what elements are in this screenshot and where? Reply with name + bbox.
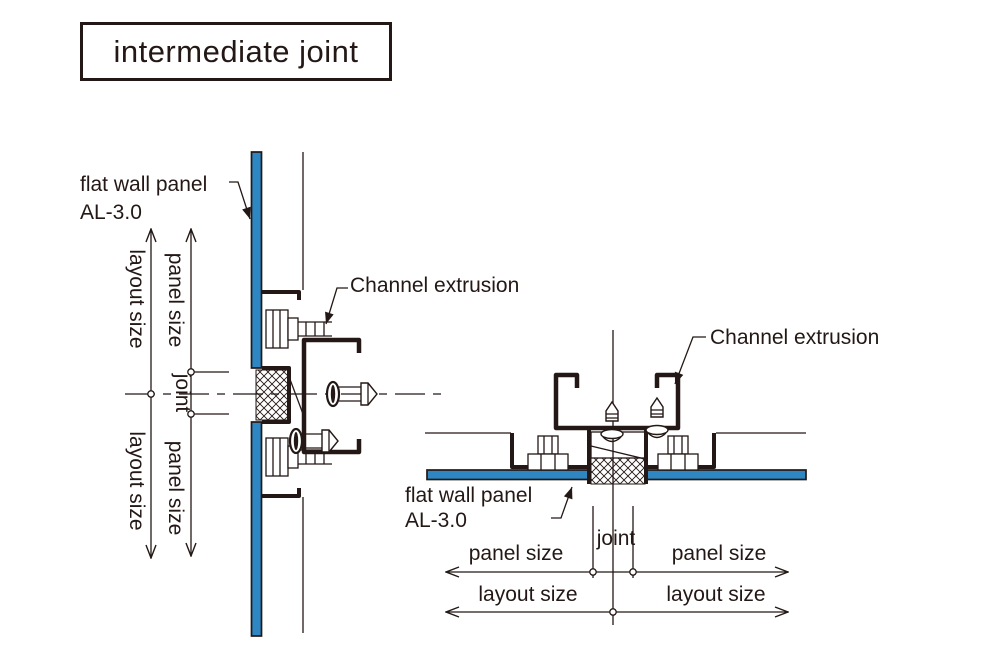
callout-panel-spec: AL-3.0: [405, 509, 467, 532]
callout-flat-wall-panel: flat wall panel: [80, 173, 207, 196]
flat-wall-panel-lower: [250, 421, 263, 637]
leader-flat-wall-panel: [551, 486, 573, 519]
callout-channel-extrusion: Channel extrusion: [710, 326, 879, 349]
leader-channel-extrusion: [325, 287, 348, 325]
flat-wall-panel-left: [426, 469, 589, 481]
dimension-node: [629, 568, 637, 576]
right-dimensions: [446, 506, 788, 615]
title-box: intermediate joint: [80, 22, 392, 81]
dimension-node: [147, 390, 155, 398]
dim-label-layout-size-left: layout size: [478, 583, 577, 606]
flat-wall-panel-right: [645, 469, 807, 481]
title-label: intermediate joint: [113, 33, 359, 69]
panel-bracket-upper: [262, 290, 301, 300]
flat-wall-panel-upper: [250, 151, 263, 369]
dim-label-layout-size-right: layout size: [666, 583, 765, 606]
dimension-node: [187, 368, 195, 376]
left-view: flat wall panel AL-3.0 Channel extrusion…: [80, 151, 519, 637]
hex-bolt-left: [527, 435, 569, 471]
callout-panel-spec: AL-3.0: [80, 201, 142, 224]
callout-flat-wall-panel: flat wall panel: [405, 484, 532, 507]
dim-label-layout-size-lower: layout size: [125, 431, 148, 530]
leader-flat-wall-panel: [229, 181, 251, 220]
hex-bolt-right: [657, 435, 699, 471]
dimension-node: [187, 410, 195, 418]
dimension-node: [609, 608, 617, 616]
dim-label-joint: joint: [171, 373, 194, 413]
left-dimensions: [148, 229, 229, 558]
dim-label-joint: joint: [596, 527, 636, 550]
backer-line: [590, 445, 646, 460]
panel-joint-pocket: [262, 366, 291, 424]
dim-label-panel-size-upper: panel size: [164, 253, 187, 348]
panel-bracket-lower: [262, 488, 301, 498]
screw-lower: [288, 427, 339, 455]
channel-extrusion-profile: [553, 372, 681, 431]
dim-label-panel-size-left: panel size: [469, 542, 564, 565]
dimension-node: [589, 568, 597, 576]
leader-channel-extrusion: [674, 336, 706, 385]
screw-center: [325, 380, 378, 408]
channel-extrusion-profile: [301, 337, 362, 455]
dim-label-layout-size-upper: layout size: [125, 249, 148, 348]
sealant-hatch: [590, 457, 646, 485]
callout-channel-extrusion: Channel extrusion: [350, 274, 519, 297]
hex-bolt-upper: [265, 309, 332, 349]
dim-label-panel-size-lower: panel size: [164, 441, 187, 536]
right-view: Channel extrusion flat wall panel AL-3.0…: [405, 326, 879, 625]
screw-right: [645, 396, 669, 439]
screw-left: [600, 400, 624, 443]
sealant-hatch: [255, 369, 289, 421]
dim-label-panel-size-right: panel size: [672, 542, 767, 565]
